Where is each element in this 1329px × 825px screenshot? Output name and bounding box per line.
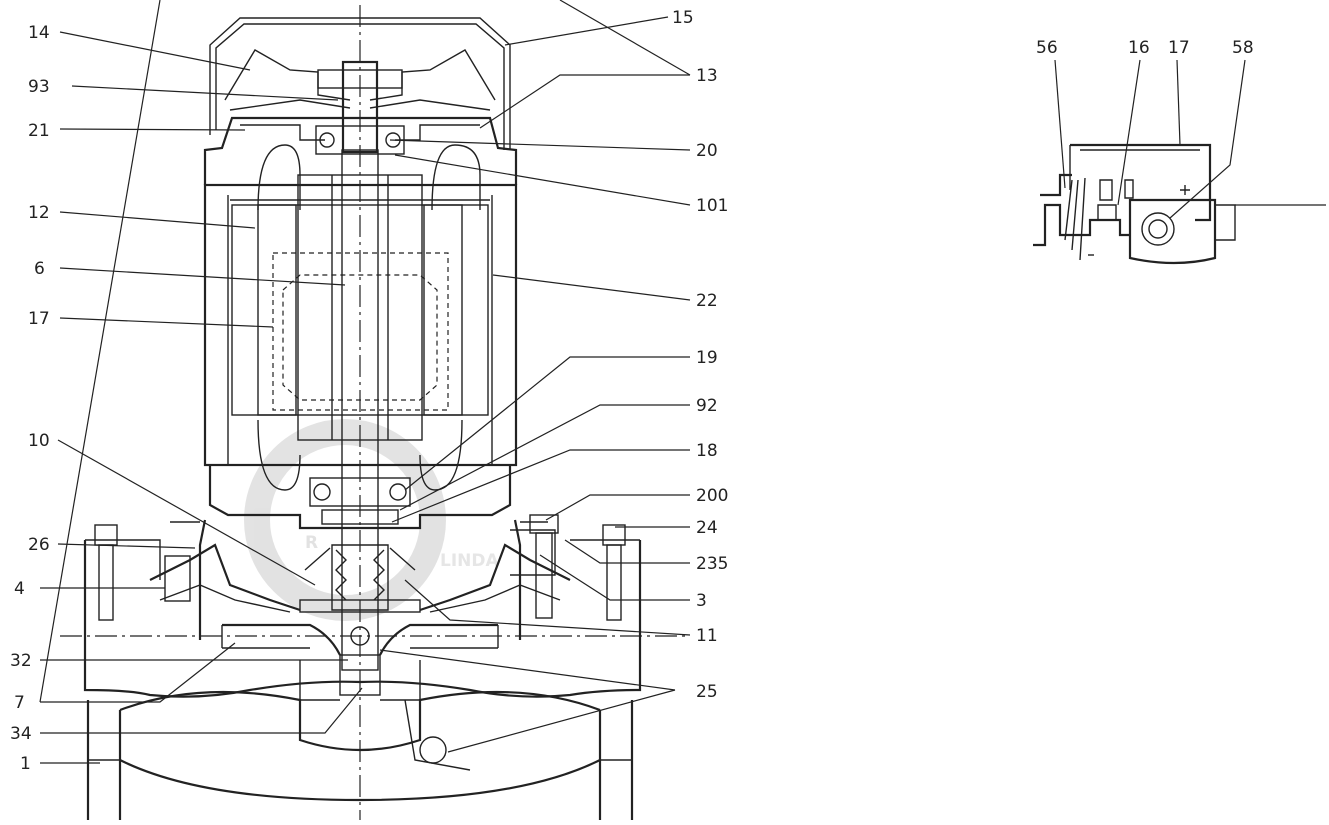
bolts bbox=[94, 514, 626, 621]
detail-label-56: 56 bbox=[1036, 38, 1058, 58]
part-label-1: 1 bbox=[20, 754, 31, 774]
part-label-22: 22 bbox=[696, 291, 718, 311]
part-label-20: 20 bbox=[696, 141, 718, 161]
bottom-bearing bbox=[309, 477, 411, 507]
part-label-101: 101 bbox=[696, 196, 728, 216]
impeller-nut bbox=[339, 654, 381, 696]
shaft bbox=[341, 149, 379, 671]
part-label-4: 4 bbox=[14, 579, 25, 599]
mechanical-seal bbox=[331, 544, 389, 611]
part-label-13: 13 bbox=[696, 66, 718, 86]
pump-body bbox=[60, 5, 690, 820]
part-label-7: 7 bbox=[14, 693, 25, 713]
part-label-26: 26 bbox=[28, 535, 50, 555]
part-label-200: 200 bbox=[696, 486, 728, 506]
part-number-labels-left: 14 93 21 12 6 17 10 26 4 32 7 34 1 bbox=[10, 23, 50, 774]
part-label-235: 235 bbox=[696, 554, 728, 574]
part-label-21: 21 bbox=[28, 121, 50, 141]
pump-casing bbox=[83, 540, 642, 698]
stator-winding-outline bbox=[272, 252, 449, 411]
part-label-93: 93 bbox=[28, 77, 50, 97]
part-label-34: 34 bbox=[10, 724, 32, 744]
terminal-box-detail bbox=[1033, 143, 1236, 265]
motor-housing bbox=[203, 183, 518, 467]
part-label-3: 3 bbox=[696, 591, 707, 611]
drain-plug bbox=[419, 736, 447, 764]
detail-label-58: 58 bbox=[1232, 38, 1254, 58]
part-label-25: 25 bbox=[696, 682, 718, 702]
detail-part-labels: 56 16 17 58 bbox=[1036, 38, 1254, 58]
watermark-text: LINDA bbox=[440, 551, 499, 571]
detail-label-17: 17 bbox=[1168, 38, 1190, 58]
part-label-24: 24 bbox=[696, 518, 718, 538]
part-label-32: 32 bbox=[10, 651, 32, 671]
fan-cover bbox=[209, 17, 511, 150]
part-label-12: 12 bbox=[28, 203, 50, 223]
rotor bbox=[297, 174, 423, 441]
part-label-18: 18 bbox=[696, 441, 718, 461]
fan bbox=[224, 49, 351, 101]
stator bbox=[231, 204, 489, 416]
part-label-92: 92 bbox=[696, 396, 718, 416]
top-end-shield bbox=[203, 116, 518, 185]
impeller bbox=[222, 623, 498, 656]
part-label-14: 14 bbox=[28, 23, 50, 43]
bottom-end-shield bbox=[208, 465, 512, 530]
part-label-17: 17 bbox=[28, 309, 50, 329]
part-number-labels-right: 15 13 20 101 22 19 92 18 200 24 235 3 11… bbox=[672, 8, 728, 702]
svg-text:R: R bbox=[305, 533, 318, 553]
part-label-11: 11 bbox=[696, 626, 718, 646]
part-label-19: 19 bbox=[696, 348, 718, 368]
part-label-15: 15 bbox=[672, 8, 694, 28]
part-label-6: 6 bbox=[34, 259, 45, 279]
part-label-10: 10 bbox=[28, 431, 50, 451]
detail-label-16: 16 bbox=[1128, 38, 1150, 58]
leader-lines bbox=[39, 0, 1326, 764]
watermark: R LINDA bbox=[244, 419, 499, 621]
